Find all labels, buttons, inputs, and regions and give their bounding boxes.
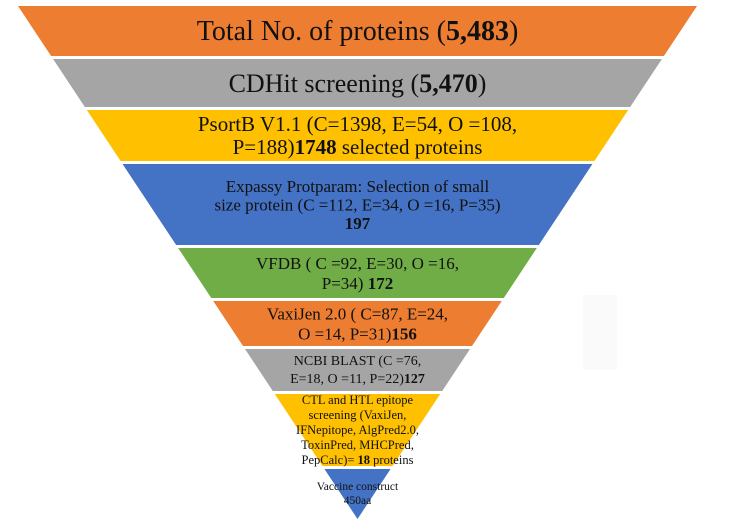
stage-8-text-segment: 18 [358,453,371,467]
stage-1-text-segment: ) [509,16,518,47]
stage-6-label-line-1: VaxiJen 2.0 ( C=87, E=24, [267,304,448,323]
stage-5-label-line-1: VFDB ( C =92, E=30, O =16, [256,254,459,273]
stage-3-text-segment: PsortB V1.1 (C=1398, E=54, O =108, [198,112,517,136]
stage-9-label-line-2: 450aa [344,495,371,507]
funnel-stage-3 [86,110,629,161]
funnel-stage-1 [18,6,697,56]
stage-3-text-segment: 1748 [295,135,337,159]
stage-9-label-line-1: Vaccine construct [317,481,399,493]
stage-8-label-line-3: IFNepitope, AlgPred2.0, [296,423,419,437]
stage-8-text-segment: CTL and HTL epitope [302,393,414,407]
stage-7-label-line-2: E=18, O =11, P=22)127 [290,372,425,387]
stage-8-label-line-1: CTL and HTL epitope [302,393,414,407]
stage-5-text-segment: VFDB ( C =92, E=30, O =16, [256,254,459,273]
funnel-stage-9 [324,469,391,519]
stage-5-text-segment: 172 [368,274,394,293]
stage-7-text-segment: E=18, O =11, P=22) [290,372,404,387]
stage-3-label-line-1: PsortB V1.1 (C=1398, E=54, O =108, [198,112,517,136]
stage-1-text-segment: 5,483 [446,16,509,47]
stage-2-text-segment: CDHit screening ( [229,69,420,98]
stage-5-label-line-2: P=34) 172 [322,274,393,293]
stage-6-text-segment: O =14, P=31) [298,324,391,343]
stage-1-text-segment: Total No. of proteins ( [197,16,446,47]
stage-8-label-line-2: screening (VaxiJen, [309,408,407,422]
funnel-stage-4 [122,164,593,245]
stage-9-text-segment: 450aa [344,495,371,507]
funnel-stage-6 [213,301,502,346]
stage-4-label-line-2: size protein (C =112, E=34, O =16, P=35) [214,195,500,214]
stage-8-text-segment: screening (VaxiJen, [309,408,407,422]
stage-2-text-segment: 5,470 [419,69,478,98]
stage-4-text-segment: size protein (C =112, E=34, O =16, P=35) [214,195,500,214]
stage-7-text-segment: 127 [404,372,425,387]
stage-8-label-line-5: PepCalc)= 18 proteins [302,453,414,467]
stage-6-text-segment: VaxiJen 2.0 ( C=87, E=24, [267,304,448,323]
stage-4-text-segment: 197 [345,214,371,233]
faint-box [583,295,617,370]
funnel-stage-8 [274,394,441,466]
stage-3-label-line-2: P=188)1748 selected proteins [233,135,483,159]
funnel-stage-2 [53,59,662,107]
stage-4-label-line-1: Expassy Protparam: Selection of small [226,177,490,196]
stage-7-text-segment: NCBI BLAST (C =76, [294,354,421,369]
stage-5-text-segment: P=34) [322,274,368,293]
stage-2-label-line-1: CDHit screening (5,470) [229,69,487,98]
stage-6-label-line-2: O =14, P=31)156 [298,324,417,343]
funnel-stage-5 [178,248,537,298]
stage-9-text-segment: Vaccine construct [317,481,399,493]
funnel-stage-7 [244,349,471,391]
stage-6-text-segment: 156 [391,324,417,343]
stage-1-label-line-1: Total No. of proteins (5,483) [197,16,519,47]
stage-8-text-segment: PepCalc)= [302,453,358,467]
stage-3-text-segment: P=188) [233,135,295,159]
stage-4-label-line-3: 197 [345,214,371,233]
stage-3-text-segment: selected proteins [337,135,483,159]
stage-8-label-line-4: ToxinPred, MHCPred, [301,438,414,452]
stage-2-text-segment: ) [478,69,487,98]
stage-8-text-segment: proteins [370,453,414,467]
stage-8-text-segment: IFNepitope, AlgPred2.0, [296,423,419,437]
stage-7-label-line-1: NCBI BLAST (C =76, [294,354,421,369]
stage-8-text-segment: ToxinPred, MHCPred, [301,438,414,452]
stage-4-text-segment: Expassy Protparam: Selection of small [226,177,490,196]
